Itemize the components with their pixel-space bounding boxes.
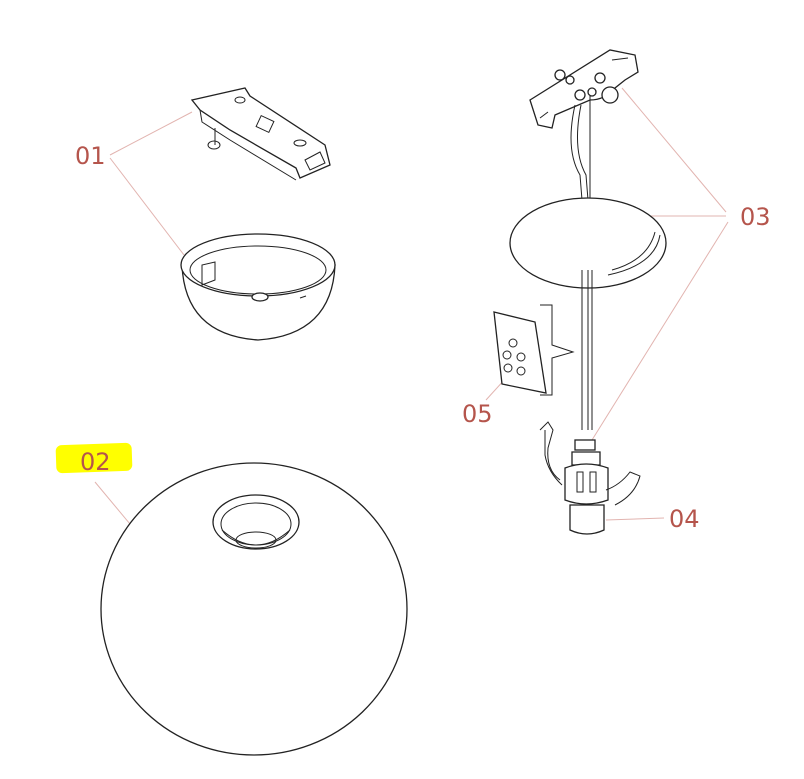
label-01: 01 xyxy=(75,142,106,170)
suspension-assembly-03 xyxy=(509,49,667,430)
label-04: 04 xyxy=(669,505,700,533)
lamp-socket-04 xyxy=(539,421,641,535)
mounting-bracket-01 xyxy=(190,87,331,181)
leader-04 xyxy=(605,517,665,521)
label-02: 02 xyxy=(80,448,111,476)
instruction-card-05 xyxy=(493,304,575,396)
leader-03-bracket xyxy=(621,87,727,213)
label-05: 05 xyxy=(462,400,493,428)
canopy-bowl-01 xyxy=(180,233,336,341)
glass-globe-02 xyxy=(100,462,408,756)
label-03: 03 xyxy=(740,203,771,231)
label-highlight xyxy=(55,442,133,474)
leader-lines xyxy=(94,87,729,549)
leader-01-bowl xyxy=(109,157,185,256)
leader-01-bracket xyxy=(109,111,193,156)
leader-03-cord xyxy=(591,221,729,441)
